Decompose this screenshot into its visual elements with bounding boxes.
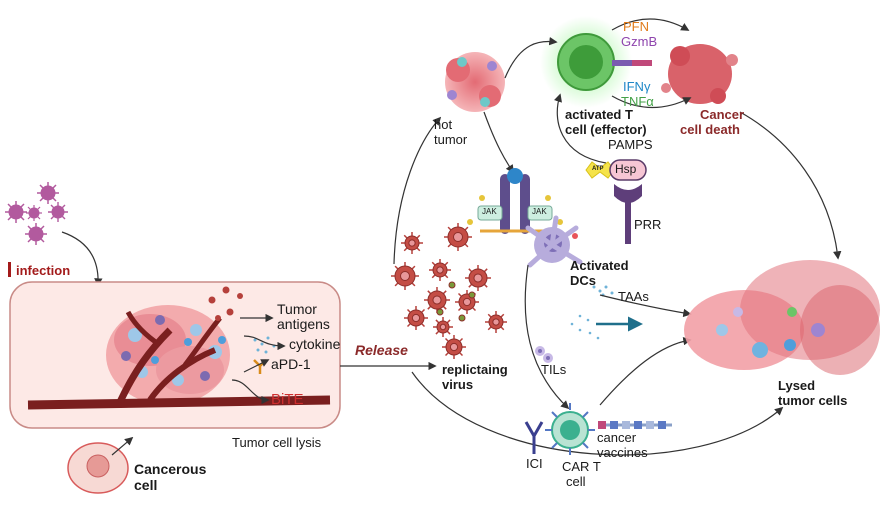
cancer-death-label-2: cell death <box>680 122 740 137</box>
pamps-to-tcell-arrow <box>553 93 607 164</box>
tumor-antigens-label-1: Tumor <box>277 301 317 317</box>
blood-vessel <box>27 310 331 410</box>
lysed-tumor-cells <box>684 260 880 375</box>
viral-protein-dot <box>468 291 476 299</box>
tissue-arrows <box>231 313 286 405</box>
cancerous-cell-label-1: Cancerous <box>134 461 207 477</box>
cancer-cell-death <box>661 44 738 104</box>
cancerous-cell <box>67 442 129 494</box>
activated-t-label-2: cell (effector) <box>565 122 647 137</box>
activated-dendritic-cell <box>525 215 583 268</box>
taas-label: TAAs <box>618 289 649 304</box>
virus-particle <box>429 259 451 281</box>
atp-label: ATP <box>592 166 604 172</box>
viral-protein-dot <box>448 281 456 289</box>
viral-protein-dot <box>458 314 466 322</box>
virus-particle <box>391 262 419 290</box>
tcell-to-death-arrows <box>611 18 692 109</box>
hot-tumor-label-2: tumor <box>434 132 468 147</box>
replicating-virus-label-2: virus <box>442 377 474 392</box>
signal-dots <box>570 314 600 340</box>
cancerous-cell-label-2: cell <box>134 477 158 493</box>
virus-particle <box>465 265 491 291</box>
lysed-tumor-label-1: Lysed <box>778 378 816 393</box>
hot-tumor-to-receptor-arrow <box>483 111 514 174</box>
cancer-to-tissue-arrow <box>111 436 134 456</box>
jak-left-label: JAK <box>482 207 497 216</box>
virus-particle <box>433 317 453 337</box>
ifng-label: IFNγ <box>623 79 651 94</box>
replicating-virus-label-1: replictaing <box>442 362 508 377</box>
cytokine-label: cytokine <box>289 336 341 352</box>
car-t-label-2: cell <box>566 474 586 489</box>
tils-label: TILs <box>541 362 567 377</box>
tils-cells <box>535 346 553 363</box>
hot-tumor-label-1: hot <box>434 117 453 132</box>
jak-receptor <box>467 168 563 234</box>
apd1-label: aPD-1 <box>271 356 311 372</box>
viral-protein-dot <box>436 308 444 316</box>
infection-virus-cluster <box>5 182 68 245</box>
tumor-cell-lysis-label: Tumor cell lysis <box>232 435 322 450</box>
virus-particle <box>424 287 450 313</box>
activated-t-label-1: activated T <box>565 107 633 122</box>
bite-label: BiTE <box>271 391 304 408</box>
virus-particle <box>485 311 507 333</box>
infection-label: infection <box>16 263 71 278</box>
car-t-cell <box>545 403 595 455</box>
release-label: Release <box>355 342 408 358</box>
ici-label: ICI <box>526 456 543 471</box>
cytokine-dots <box>253 336 276 354</box>
pathway-arrows <box>393 111 842 456</box>
cancer-death-label-1: Cancer <box>700 107 745 122</box>
activated-dcs-label-1: Activated <box>570 258 629 273</box>
gzmb-label: GzmB <box>621 34 658 49</box>
lysed-tumor-label-2: tumor cells <box>778 393 848 408</box>
infection-arrow <box>61 231 103 287</box>
tumor-antigens-label-2: antigens <box>277 316 330 332</box>
released-virions-small <box>208 286 243 321</box>
pfn-label: PFN <box>623 19 649 34</box>
tnfa-label: TNFα <box>621 94 654 109</box>
virus-particle <box>442 335 466 359</box>
hsp-label: Hsp <box>615 162 637 176</box>
hot-tumor-to-tcell-arrow <box>504 37 558 79</box>
car-t-label-1: CAR T <box>562 459 601 474</box>
activated-dcs-label-2: DCs <box>570 273 597 288</box>
replicating-virus-cluster <box>391 223 507 359</box>
virus-particle <box>444 223 472 251</box>
infection-bar <box>8 262 11 277</box>
activated-t-cell <box>540 16 652 108</box>
virus-particle <box>401 232 423 254</box>
cancer-vaccines-label-2: vaccines <box>597 445 648 460</box>
pamps-label: PAMPS <box>608 137 653 152</box>
hsp-prr-complex <box>585 159 647 244</box>
prr-label: PRR <box>634 217 662 232</box>
virus-particle <box>404 306 428 330</box>
cancer-vaccines-label-1: cancer <box>597 430 637 445</box>
virus-particle <box>455 290 479 314</box>
jak-right-label: JAK <box>532 207 547 216</box>
hot-tumor <box>445 52 505 112</box>
cancer-vaccine-chain <box>598 421 672 429</box>
ici-antibody <box>524 421 544 454</box>
